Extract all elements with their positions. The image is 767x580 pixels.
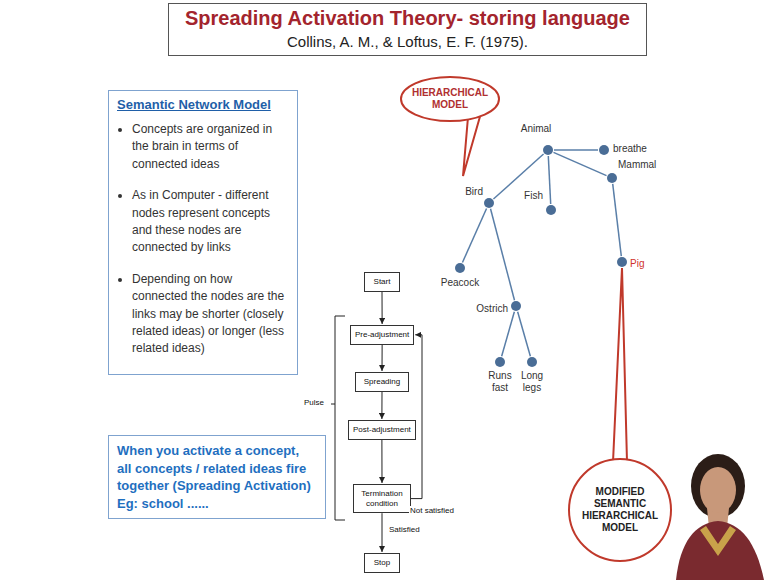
bullet-text: As in Computer - different nodes represe… <box>132 187 289 257</box>
callout-tail <box>463 113 481 176</box>
presenter-figure <box>676 454 764 580</box>
title-box: Spreading Activation Theory- storing lan… <box>168 3 647 56</box>
node-label: Bird <box>465 186 483 197</box>
callout-shape <box>401 77 499 121</box>
link-line <box>518 312 531 356</box>
panel-heading: Semantic Network Model <box>117 97 289 112</box>
process-text: Pre-adjustment <box>355 330 409 340</box>
note-label: Pulse <box>304 398 324 407</box>
edge-label: Satisfied <box>388 525 421 534</box>
presenter-body <box>676 521 764 580</box>
process-text: Spreading <box>360 377 404 387</box>
concept-node: Mammal <box>607 173 617 183</box>
node-label: Mammal <box>618 159 656 170</box>
note-text: When you activate a concept, all concept… <box>117 442 317 495</box>
link-line <box>613 184 622 256</box>
flow-arrow <box>381 440 382 483</box>
link-line <box>491 209 515 300</box>
process-text: Post-adjustment <box>353 425 411 435</box>
process-box: Post-adjustment <box>348 420 416 440</box>
process-text: Stop <box>369 558 395 568</box>
concept-node: Peacock <box>455 263 465 273</box>
concept-node: breathe <box>599 145 609 155</box>
callout-text: MODIFIED SEMANTIC HIERARCHICAL MODEL <box>578 486 662 534</box>
concept-node: Pig <box>617 257 627 267</box>
note-box: When you activate a concept, all concept… <box>108 435 326 519</box>
process-text: Start <box>369 277 395 287</box>
node-label: Ostrich <box>476 303 508 314</box>
flow-arrow <box>382 513 383 552</box>
process-text: Termination condition <box>358 489 406 508</box>
concept-panel: Semantic Network ModelConcepts are organ… <box>108 90 298 375</box>
callout-shape <box>569 459 671 561</box>
bullet-text: Concepts are organized in the brain in t… <box>132 121 289 173</box>
link-line <box>502 312 515 356</box>
concept-node: Ostrich <box>511 301 521 311</box>
node-label: breathe <box>613 143 647 154</box>
link-line <box>548 156 550 204</box>
presenter-scarf <box>700 526 736 556</box>
callout-ellipse: HIERARCHICAL MODEL <box>400 76 500 122</box>
note-text: Eg: school ...... <box>117 495 317 513</box>
node-label: Animal <box>521 123 552 134</box>
callout-text: HIERARCHICAL MODEL <box>407 87 493 111</box>
process-box: Pre-adjustment <box>350 325 414 345</box>
flow-arrow <box>411 335 422 499</box>
slide-title: Spreading Activation Theory- storing lan… <box>185 7 630 30</box>
node-label: Fish <box>524 190 543 201</box>
pulse-bracket <box>331 316 345 520</box>
node-label: Long legs <box>518 370 546 393</box>
flow-arrow <box>382 345 383 371</box>
concept-node: Bird <box>484 198 494 208</box>
link-line <box>554 149 598 151</box>
link-line <box>553 152 606 175</box>
link-line <box>462 208 486 262</box>
node-label: Pig <box>630 258 644 269</box>
process-box: Stop <box>364 553 400 573</box>
process-box: Termination condition <box>353 484 411 513</box>
callout-circle: MODIFIED SEMANTIC HIERARCHICAL MODEL <box>568 458 672 562</box>
bracket-line <box>335 316 345 520</box>
node-label: Runs fast <box>486 370 514 393</box>
concept-node: Long legs <box>527 357 537 367</box>
bullet-text: Depending on how connected the nodes are… <box>132 271 289 358</box>
concept-node: Animal <box>543 145 553 155</box>
bracket-tick <box>331 404 335 405</box>
edge-label: Not satisfied <box>409 506 455 515</box>
process-box: Spreading <box>355 372 409 392</box>
concept-node: Fish <box>546 205 556 215</box>
presenter-hair <box>691 454 745 518</box>
concept-node: Runs fast <box>495 357 505 367</box>
node-label: Peacock <box>441 277 479 288</box>
callout-pointer <box>613 268 627 462</box>
flow-arrow <box>381 392 382 419</box>
process-box: Start <box>364 272 400 292</box>
citation: Collins, A. M., & Loftus, E. F. (1975). <box>185 33 630 50</box>
presenter-face <box>700 467 736 513</box>
bullet-list: Concepts are organized in the brain in t… <box>117 121 289 358</box>
flow-arrow <box>382 292 383 324</box>
